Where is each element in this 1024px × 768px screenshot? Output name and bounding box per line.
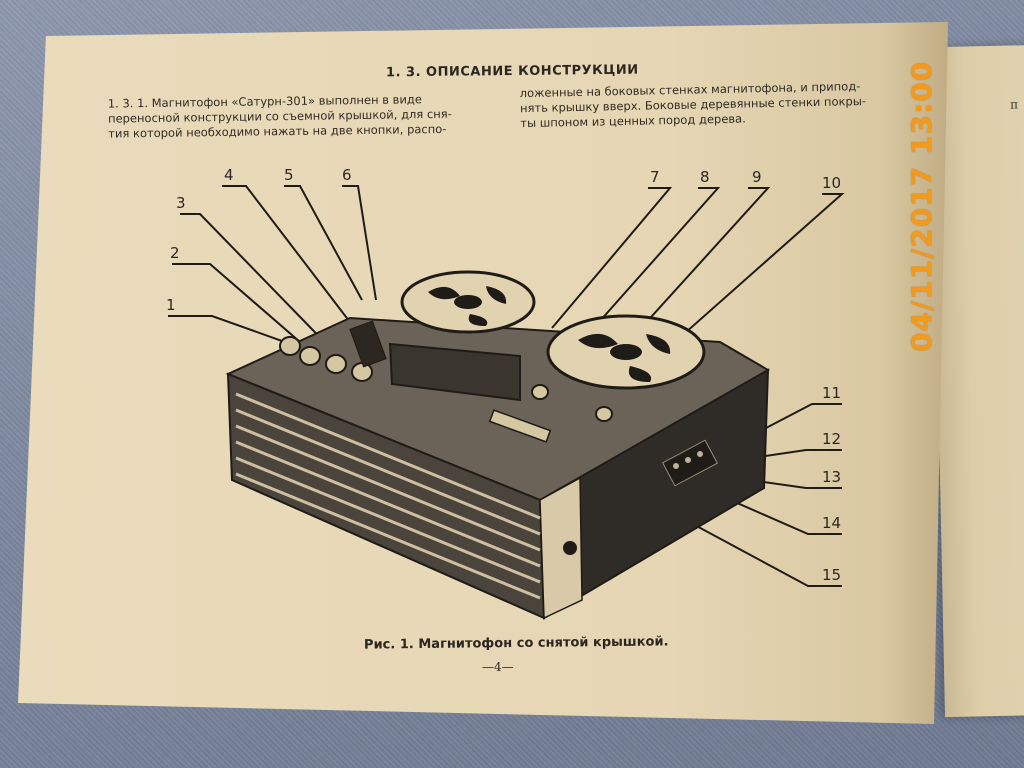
control-knob (325, 354, 347, 374)
reel-spoke-cutouts (428, 286, 507, 326)
figure-caption: Рис. 1. Магнитофон со снятой крышкой. (363, 634, 669, 653)
leader-line-1 (168, 315, 297, 347)
recorder-side-trim (539, 476, 583, 620)
reel-hub (610, 344, 642, 360)
leader-line-7 (551, 187, 673, 329)
right-tape-reel (546, 314, 706, 390)
control-knob (351, 362, 373, 382)
page-number: —4— (482, 660, 514, 674)
leader-line-3 (180, 213, 341, 359)
callout-label-14: 14 (822, 514, 841, 532)
callout-label-6: 6 (342, 166, 352, 184)
control-knob (299, 346, 321, 366)
callout-label-1: 1 (166, 296, 176, 314)
grille-slat (235, 392, 541, 520)
callout-labels: 1 2 3 4 5 6 7 8 9 10 11 12 13 14 15 (166, 166, 841, 584)
leader-line-5 (284, 185, 363, 301)
camera-date-stamp: 04/11/2017 13:00 (905, 60, 938, 352)
callout-label-10: 10 (822, 174, 841, 192)
leader-lines (168, 185, 845, 587)
left-tape-reel (400, 270, 536, 334)
callout-label-15: 15 (822, 566, 841, 584)
side-connector-panel (662, 439, 718, 487)
control-slider (349, 320, 387, 368)
leader-line-9 (593, 187, 771, 381)
leader-line-8 (559, 187, 721, 367)
leader-line-6 (342, 185, 377, 301)
reel-hub (454, 295, 482, 309)
side-latch-button (563, 541, 577, 555)
reel-spoke-cutouts (578, 333, 671, 382)
callout-label-8: 8 (700, 168, 710, 186)
side-jack (673, 463, 679, 469)
callout-label-3: 3 (176, 194, 186, 212)
leader-line-10 (631, 193, 845, 381)
grille-slat (235, 472, 541, 600)
control-knobs (279, 336, 613, 422)
side-jack (685, 457, 691, 463)
leader-line-4 (222, 185, 357, 331)
callout-label-9: 9 (752, 168, 762, 186)
control-knob (279, 336, 301, 356)
leader-line-11 (765, 403, 842, 429)
callout-label-12: 12 (822, 430, 841, 448)
transport-lever (488, 409, 552, 443)
callout-label-2: 2 (170, 244, 180, 262)
callout-label-13: 13 (822, 468, 841, 486)
callout-label-5: 5 (284, 166, 294, 184)
front-grille-slats (235, 392, 541, 600)
leader-line-14 (711, 491, 842, 535)
control-knob (595, 406, 613, 422)
callout-label-7: 7 (650, 168, 660, 186)
grille-slat (235, 424, 541, 552)
callout-label-4: 4 (224, 166, 234, 184)
control-knob (531, 384, 549, 400)
leader-line-15 (677, 515, 842, 587)
leader-line-12 (751, 449, 842, 459)
head-cover (388, 342, 521, 402)
grille-slat (235, 440, 541, 568)
side-jack (697, 451, 703, 457)
callout-label-11: 11 (822, 384, 841, 402)
leader-line-2 (172, 263, 316, 356)
tape-reels (400, 270, 706, 390)
grille-slat (235, 408, 541, 536)
tape-deck (349, 320, 552, 443)
grille-slat (235, 456, 541, 584)
